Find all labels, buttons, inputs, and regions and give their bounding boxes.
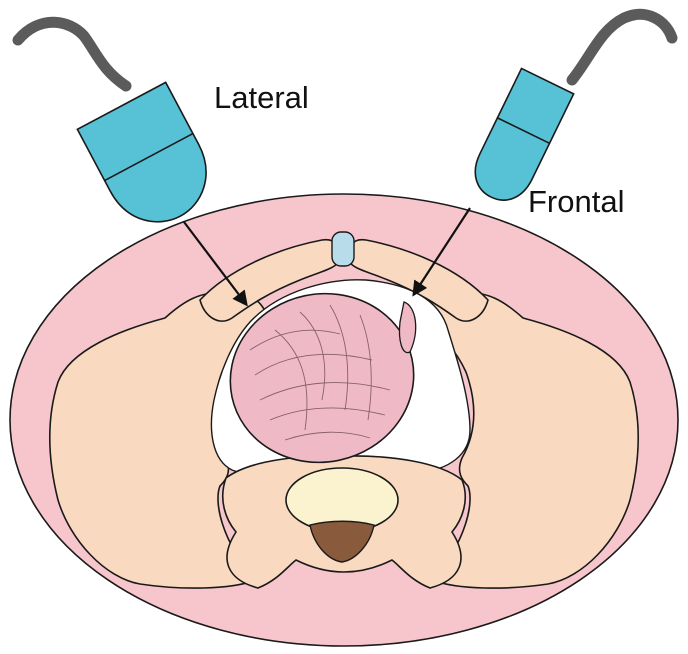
pubic-symphysis (332, 232, 354, 266)
frontal-probe-cable (572, 14, 672, 80)
lateral-label: Lateral (214, 80, 309, 115)
frontal-label: Frontal (528, 184, 624, 219)
lateral-probe-cable (18, 22, 126, 86)
lateral-probe (18, 22, 224, 239)
frontal-probe (465, 14, 672, 209)
